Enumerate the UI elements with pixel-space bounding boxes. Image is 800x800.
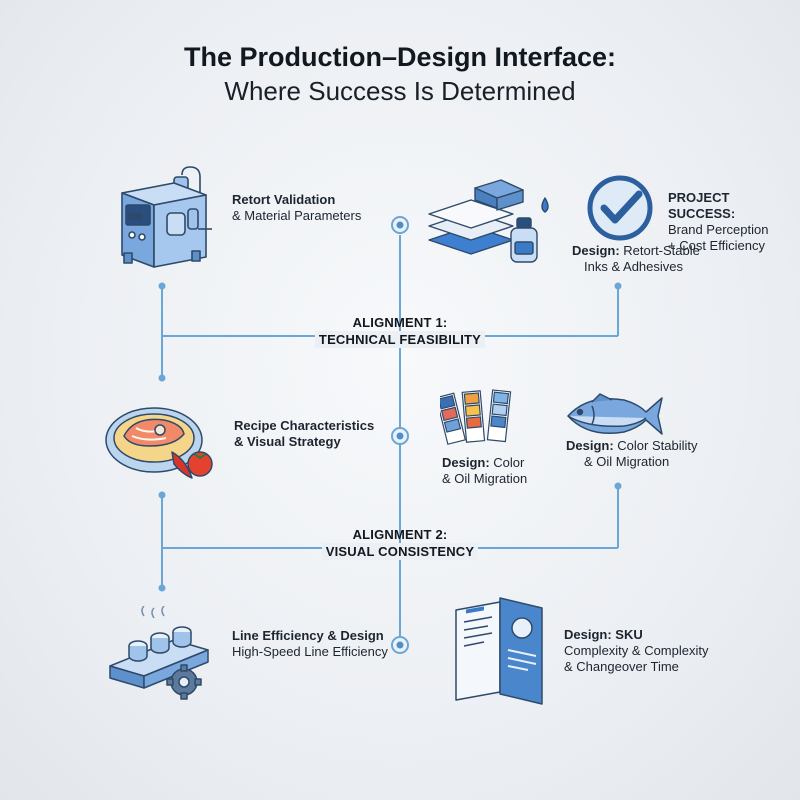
retort-machine-icon: 088 xyxy=(121,166,212,268)
outcome-project-success: PROJECT SUCCESS: Brand Perception + Cost… xyxy=(668,190,800,254)
design-item-3-detail: & Changeover Time xyxy=(564,659,679,674)
center-node-core xyxy=(396,221,404,229)
ink-layers-icon xyxy=(428,179,549,263)
color-swatches-icon xyxy=(440,389,512,445)
design-item-1-title: Retort-Stable xyxy=(619,243,700,258)
production-item-3: Line Efficiency & Design High-Speed Line… xyxy=(232,628,402,660)
diagram-subtitle: Where Success Is Determined xyxy=(224,76,576,106)
svg-text:088: 088 xyxy=(128,213,143,222)
alignment-2-subtitle: VISUAL CONSISTENCY xyxy=(321,543,479,560)
alignment-1-label: ALIGNMENT 1: TECHNICAL FEASIBILITY xyxy=(300,314,500,348)
outcome-color-stability-subtitle: & Oil Migration xyxy=(584,454,670,469)
design-item-2: Design: Color & Oil Migration xyxy=(442,455,552,487)
node-dot xyxy=(158,491,166,499)
alignment-2-label: ALIGNMENT 2: VISUAL CONSISTENCY xyxy=(300,526,500,560)
production-item-3-subtitle: High-Speed Line Efficiency xyxy=(232,644,388,659)
production-item-2-title: Recipe Characteristics xyxy=(234,418,375,433)
node-dot xyxy=(614,282,622,290)
design-item-2-prefix: Design: xyxy=(442,455,490,470)
node-dot xyxy=(158,374,166,382)
design-item-3-title: SKU xyxy=(611,627,643,642)
outcome-project-success-line1: Brand Perception xyxy=(668,222,769,237)
node-dot xyxy=(614,482,622,490)
conveyor-gear-icon xyxy=(109,606,209,700)
outcome-project-success-line2: + Cost Efficiency xyxy=(668,238,765,253)
production-item-2: Recipe Characteristics & Visual Strategy xyxy=(234,418,404,450)
outcome-color-stability-title: Color Stability xyxy=(613,438,698,453)
design-item-1-prefix: Design: xyxy=(572,243,620,258)
alignment-1-title: ALIGNMENT 1: xyxy=(352,315,448,330)
production-item-1: Retort Validation & Material Parameters xyxy=(232,192,402,224)
design-item-3: Design: SKU Complexity & Complexity & Ch… xyxy=(564,627,734,675)
design-item-3-subtitle: Complexity & Complexity xyxy=(564,643,709,658)
production-item-2-subtitle: & Visual Strategy xyxy=(234,434,341,449)
outcome-color-stability: Design: Color Stability & Oil Migration xyxy=(566,438,716,470)
checkmark-icon xyxy=(587,175,653,241)
production-item-1-title: Retort Validation xyxy=(232,192,336,207)
node-dot xyxy=(158,282,166,290)
production-item-1-subtitle: & Material Parameters xyxy=(232,208,362,223)
fish-icon xyxy=(567,393,663,435)
design-item-2-title: Color xyxy=(489,455,525,470)
design-item-2-subtitle: & Oil Migration xyxy=(442,471,528,486)
diagram-title: The Production–Design Interface: xyxy=(183,42,617,72)
design-item-3-prefix: Design: xyxy=(564,627,612,642)
center-node-core xyxy=(396,432,404,440)
node-dot xyxy=(158,584,166,592)
design-item-1-subtitle: Inks & Adhesives xyxy=(584,259,683,274)
documents-icon xyxy=(455,597,543,705)
outcome-color-stability-prefix: Design: xyxy=(566,438,614,453)
center-node-core xyxy=(396,641,404,649)
design-item-1: Design: Retort-Stable Inks & Adhesives xyxy=(572,243,732,275)
outcome-project-success-title: PROJECT SUCCESS: xyxy=(668,190,736,221)
salmon-plate-icon xyxy=(105,407,213,479)
alignment-2-title: ALIGNMENT 2: xyxy=(352,527,448,542)
production-item-3-title: Line Efficiency & Design xyxy=(232,628,384,643)
alignment-1-subtitle: TECHNICAL FEASIBILITY xyxy=(314,331,486,348)
center-nodes xyxy=(391,216,409,654)
